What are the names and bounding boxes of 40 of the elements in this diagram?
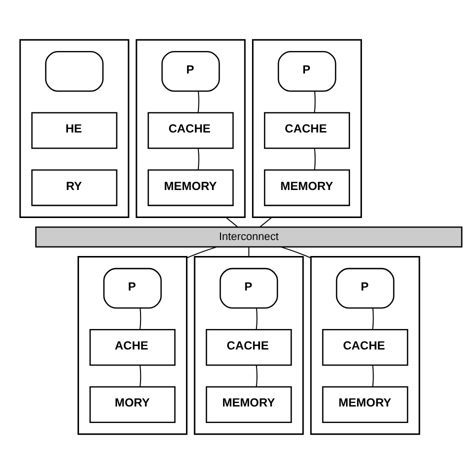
connector [372, 364, 374, 388]
connector [186, 246, 218, 258]
connector [372, 308, 374, 330]
node-box [45, 51, 104, 92]
connector [248, 246, 250, 258]
cluster [19, 39, 130, 218]
connector [256, 308, 258, 330]
node-box: CACHE [322, 329, 408, 366]
cluster [252, 39, 362, 218]
connector [256, 364, 258, 388]
cluster [310, 256, 420, 435]
node-box: CACHE [148, 112, 234, 149]
node-box: MEMORY [206, 386, 292, 423]
cluster [136, 39, 246, 218]
node-box: HE [31, 112, 118, 149]
connector [280, 246, 312, 258]
connector [314, 90, 316, 114]
node-box: MEMORY [264, 169, 350, 206]
connector [198, 90, 200, 114]
node-box: P [278, 51, 336, 92]
connector [225, 216, 238, 228]
cluster [194, 256, 304, 435]
connector [140, 364, 142, 388]
cluster [78, 256, 188, 435]
node-box: CACHE [206, 329, 292, 366]
connector [259, 216, 272, 228]
connector [140, 308, 142, 330]
node-box: Interconnect [35, 226, 462, 248]
node-box: RY [31, 169, 118, 206]
node-box: ACHE [89, 329, 176, 366]
connector [198, 148, 200, 170]
node-box: MEMORY [322, 386, 408, 423]
node-box: P [336, 268, 394, 309]
connector [314, 148, 316, 170]
node-box: P [103, 268, 162, 309]
node-box: P [220, 268, 278, 309]
node-box: MORY [89, 386, 176, 423]
node-box: CACHE [264, 112, 350, 149]
node-box: P [161, 51, 220, 92]
node-box: MEMORY [148, 169, 234, 206]
